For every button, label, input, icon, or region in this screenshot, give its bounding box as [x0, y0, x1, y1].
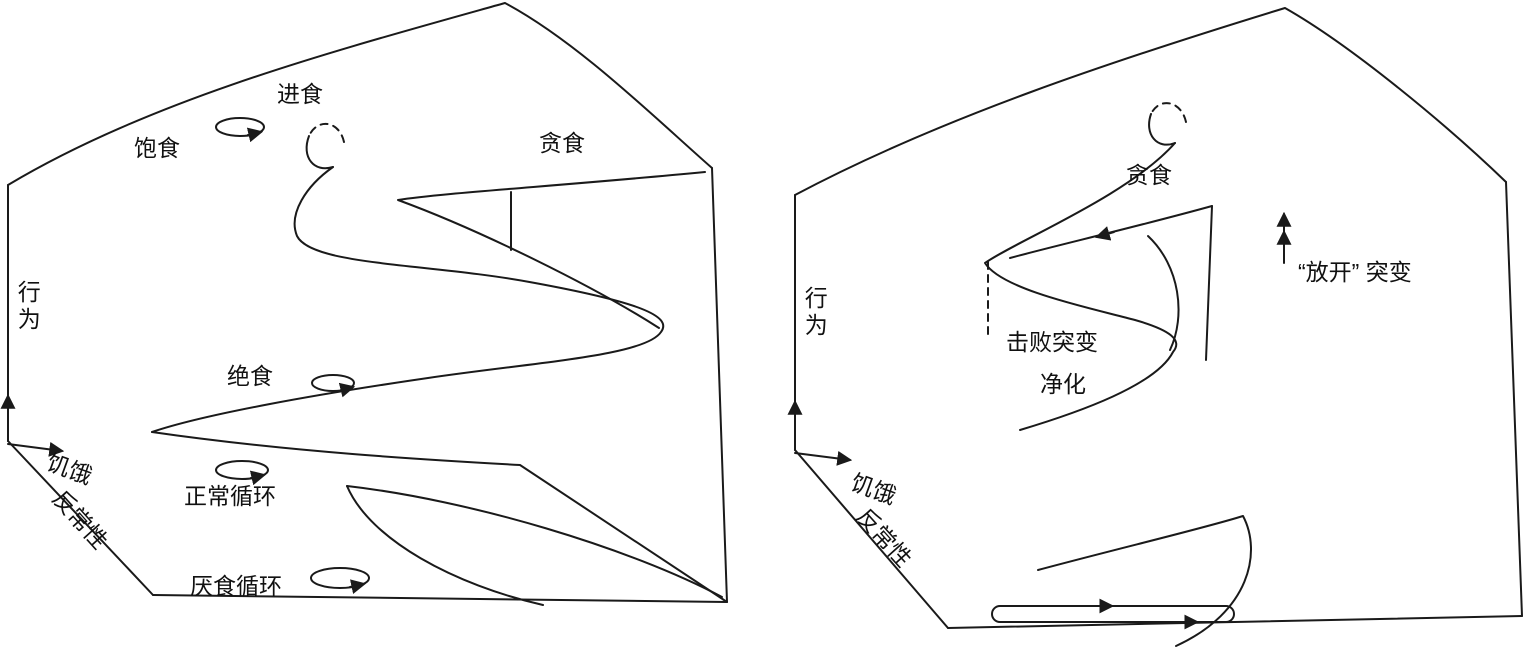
left-hunger-axis-arrow	[8, 441, 65, 457]
flat-cycle-loop	[992, 606, 1234, 622]
label-behavior-axis-left: 行为	[14, 280, 41, 334]
label-behavior-axis-right: 行为	[801, 286, 828, 340]
label-fasting: 绝食	[227, 363, 273, 389]
left-lower-sheet-edge	[152, 432, 727, 602]
label-eating: 进食	[277, 81, 323, 107]
right-hunger-axis-arrow	[795, 450, 853, 466]
right-fold-spiral-dashed	[1151, 103, 1186, 122]
right-inner-fold-section	[1148, 236, 1179, 350]
left-upper-sheet-edge	[398, 172, 705, 328]
left-fold-spiral	[307, 136, 333, 168]
right-cusp-curve	[1038, 516, 1251, 646]
label-release-catastrophe: “放开” 突变	[1298, 259, 1412, 285]
fasting-cycle-arrow	[338, 382, 356, 398]
left-bottom-edge	[153, 595, 727, 602]
label-defeat-catastrophe: 击败突变	[1006, 329, 1098, 355]
eating-cycle-ellipse	[216, 118, 264, 136]
left-slant-edge	[8, 441, 153, 595]
label-satiation: 饱食	[134, 135, 180, 161]
label-normal-cycle: 正常循环	[184, 483, 276, 509]
normal-cycle-arrow	[249, 470, 267, 486]
right-bottom-edge	[948, 616, 1522, 628]
right-top-edge	[795, 8, 1506, 195]
label-purging: 净化	[1040, 371, 1086, 397]
right-fold-curve	[985, 143, 1176, 430]
label-bingeing-right: 贪食	[1126, 162, 1172, 188]
left-right-edge	[712, 168, 727, 602]
left-top-edge	[8, 3, 712, 185]
cycle-top-arrow	[1094, 226, 1114, 241]
cycle-right-path	[1206, 206, 1212, 360]
label-anorexic-cycle: 厌食循环	[190, 573, 282, 599]
eating-cycle-arrow	[246, 127, 264, 143]
right-figure	[787, 8, 1522, 646]
right-right-edge	[1506, 182, 1522, 616]
anorexic-cycle-ellipse	[311, 568, 369, 588]
right-fold-spiral	[1149, 114, 1175, 145]
left-cusp-upper-branch	[347, 486, 722, 597]
left-cusp-lower-branch	[347, 486, 543, 605]
left-figure	[0, 3, 727, 605]
normal-cycle-ellipse	[216, 461, 268, 479]
left-fold-curve	[152, 167, 663, 432]
left-fold-spiral-dashed	[309, 124, 344, 142]
label-bingeing-left: 贪食	[539, 130, 585, 156]
right-slant-edge	[795, 450, 948, 628]
anorexic-cycle-arrow	[350, 579, 367, 595]
